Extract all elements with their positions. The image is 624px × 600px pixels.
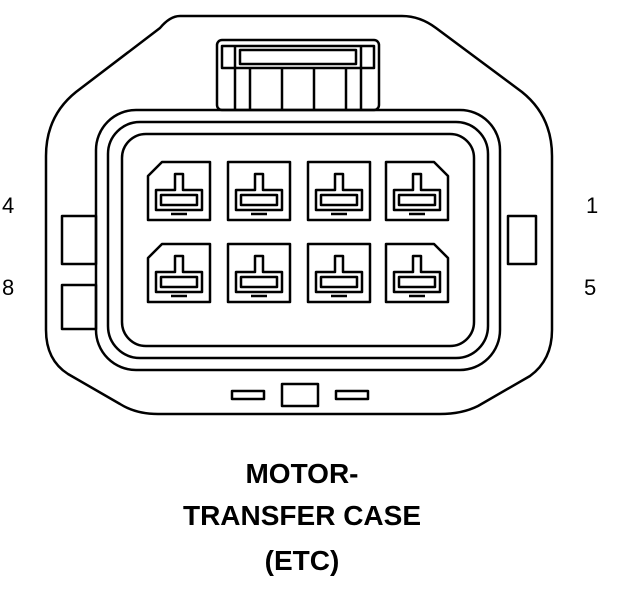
pin-cavity: [384, 160, 450, 222]
pin-cavity: [226, 160, 292, 222]
pin-cavities: [146, 160, 450, 304]
pin-cavity: [384, 242, 450, 304]
pin-label-1: 1: [586, 193, 599, 218]
caption-line-3: (ETC): [264, 545, 340, 576]
side-latch-right: [506, 214, 538, 266]
caption-line-1: MOTOR-: [245, 458, 359, 489]
locking-tab: [215, 38, 381, 112]
pin-cavity: [226, 242, 292, 304]
pin-label-8: 8: [2, 275, 15, 300]
pin-cavity: [306, 242, 372, 304]
pin-label-5: 5: [584, 275, 597, 300]
face-ring-middle: [106, 120, 490, 360]
side-latch-left: [60, 214, 98, 331]
face-ring-inner: [120, 132, 476, 348]
pin-cavity: [146, 242, 212, 304]
pin-cavity: [146, 160, 212, 222]
caption-line-2: TRANSFER CASE: [182, 500, 421, 531]
pin-cavity: [306, 160, 372, 222]
face-ring-outer: [94, 108, 502, 372]
connector-housing-outline: [44, 14, 554, 416]
polarization-key: [230, 382, 370, 408]
pin-label-4: 4: [2, 193, 15, 218]
